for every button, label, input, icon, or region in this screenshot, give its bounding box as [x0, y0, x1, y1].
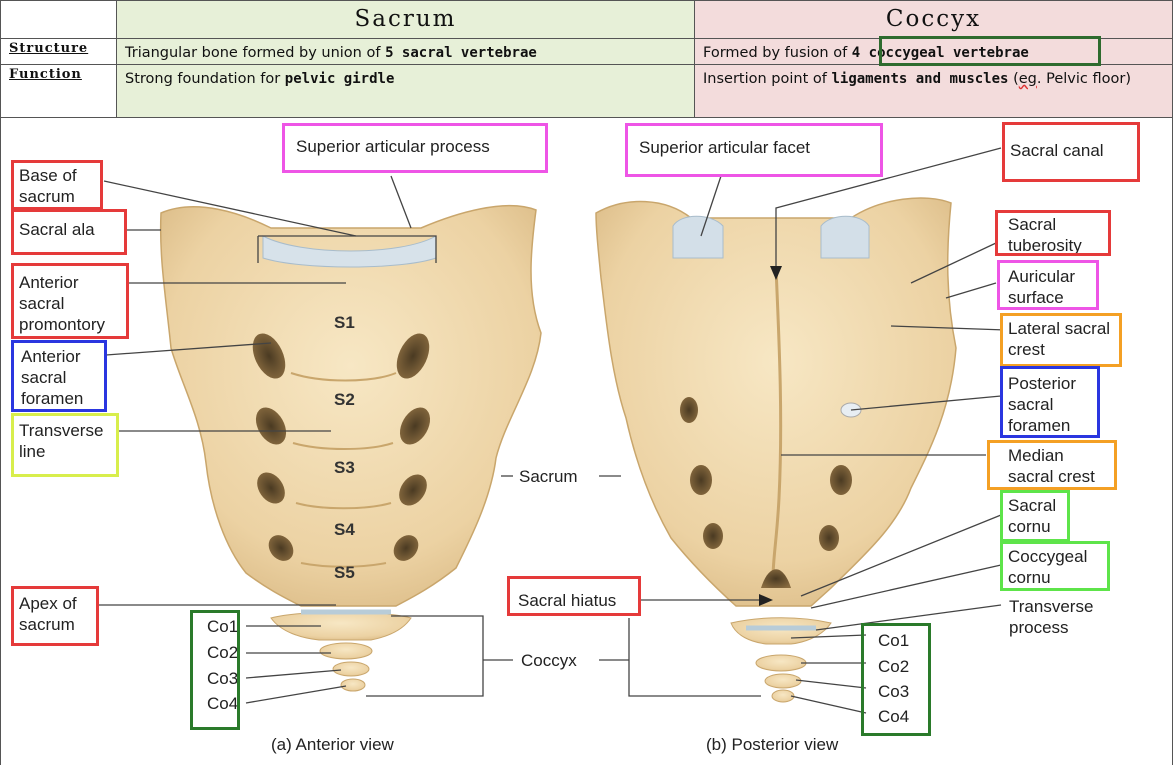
label-auricular-surface: Auricular surface [1003, 264, 1095, 310]
blue-box-posterior-sacral-foramen [1000, 366, 1100, 438]
yellow-box-transverse-line [11, 413, 119, 477]
segment-s4: S4 [334, 520, 355, 539]
green-box-posterior-coccyx [861, 623, 931, 736]
segment-s3: S3 [334, 458, 355, 477]
posterior-co1: Co1 [878, 631, 910, 650]
red-box-sacral-tuberosity [995, 210, 1111, 256]
label-superior-articular-process: Superior articular process [291, 134, 495, 159]
green-box-anterior-coccyx [190, 610, 240, 730]
sacrum-header: Sacrum [116, 0, 695, 39]
label-coccygeal-cornu: Coccygeal cornu [1003, 544, 1107, 590]
posterior-coccyx-shape [730, 617, 832, 703]
green-box-sacral-cornu [1000, 490, 1070, 542]
label-apex-of-sacrum: Apex of sacrum [14, 591, 96, 637]
anterior-caption: (a) Anterior view [271, 735, 394, 754]
sacrum-diagram: Superior articular process Base of sacru… [0, 118, 1173, 765]
label-anterior-sacral-foramen: Anterior sacral foramen [16, 344, 104, 411]
structure-row-label: Structure [0, 38, 117, 65]
label-sacrum: Sacrum [519, 467, 578, 486]
posterior-co4: Co4 [878, 707, 910, 726]
label-sacral-tuberosity: Sacral tuberosity [1003, 212, 1101, 258]
coccyx-structure-cell: Formed by fusion of 4 coccygeal vertebra… [694, 38, 1173, 65]
orange-box-median-sacral-crest [987, 440, 1117, 490]
leader-lines [99, 147, 1007, 714]
anterior-coccyx-shape [270, 609, 412, 692]
coccyx-function-cell: Insertion point of ligaments and muscles… [694, 64, 1173, 118]
green-box-coccygeal-cornu [1000, 541, 1110, 591]
posterior-co2: Co2 [878, 657, 910, 676]
blue-box-anterior-sacral-foramen [11, 340, 107, 412]
posterior-caption: (b) Posterior view [706, 735, 839, 754]
pink-box-superior-articular-process [282, 123, 548, 173]
function-row-label: Function [0, 64, 117, 118]
table-corner-cell [0, 0, 117, 39]
red-box-sacral-canal [1002, 122, 1140, 182]
posterior-co3: Co3 [878, 682, 910, 701]
pink-box-superior-articular-facet [625, 123, 883, 177]
label-anterior-sacral-promontory: Anterior sacral promontory [14, 270, 126, 337]
bone-illustration [99, 147, 1007, 714]
anterior-sacrum-shape [159, 204, 542, 607]
segment-s5: S5 [334, 563, 355, 582]
label-posterior-sacral-foramen: Posterior sacral foramen [1003, 371, 1095, 438]
anterior-co3: Co3 [207, 669, 239, 688]
arrowheads [759, 266, 782, 606]
red-box-sacral-hiatus [507, 576, 641, 616]
orange-box-lateral-sacral-crest [1000, 313, 1122, 367]
anterior-co4: Co4 [207, 694, 239, 713]
summary-table: Sacrum Coccyx Structure Function Triangu… [0, 0, 1173, 118]
label-base-of-sacrum: Base of sacrum [14, 163, 100, 209]
coccygeal-highlight-box [879, 36, 1101, 66]
red-box-base-of-sacrum [11, 160, 103, 210]
label-sacral-ala: Sacral ala [14, 217, 100, 242]
segment-s1: S1 [334, 313, 355, 332]
label-lateral-sacral-crest: Lateral sacral crest [1003, 316, 1118, 362]
label-superior-articular-facet: Superior articular facet [634, 135, 816, 160]
anterior-co2: Co2 [207, 643, 239, 662]
label-coccyx: Coccyx [521, 651, 577, 670]
red-box-anterior-sacral-promontory [11, 263, 129, 339]
red-box-apex-of-sacrum [11, 586, 99, 646]
label-median-sacral-crest: Median sacral crest [1003, 443, 1115, 489]
label-sacral-cornu: Sacral cornu [1003, 493, 1067, 539]
label-sacral-canal: Sacral canal [1005, 138, 1109, 163]
red-box-sacral-ala [11, 209, 127, 255]
coccyx-header: Coccyx [694, 0, 1173, 39]
label-transverse-line: Transverse line [14, 418, 114, 464]
anterior-co1: Co1 [207, 617, 239, 636]
label-sacral-hiatus: Sacral hiatus [513, 588, 622, 613]
posterior-sacrum-shape [595, 197, 957, 607]
sacrum-structure-cell: Triangular bone formed by union of 5 sac… [116, 38, 695, 65]
label-transverse-process: Transverse process [1009, 597, 1094, 637]
pink-box-auricular-surface [997, 260, 1099, 310]
sacrum-function-cell: Strong foundation for pelvic girdle [116, 64, 695, 118]
segment-s2: S2 [334, 390, 355, 409]
